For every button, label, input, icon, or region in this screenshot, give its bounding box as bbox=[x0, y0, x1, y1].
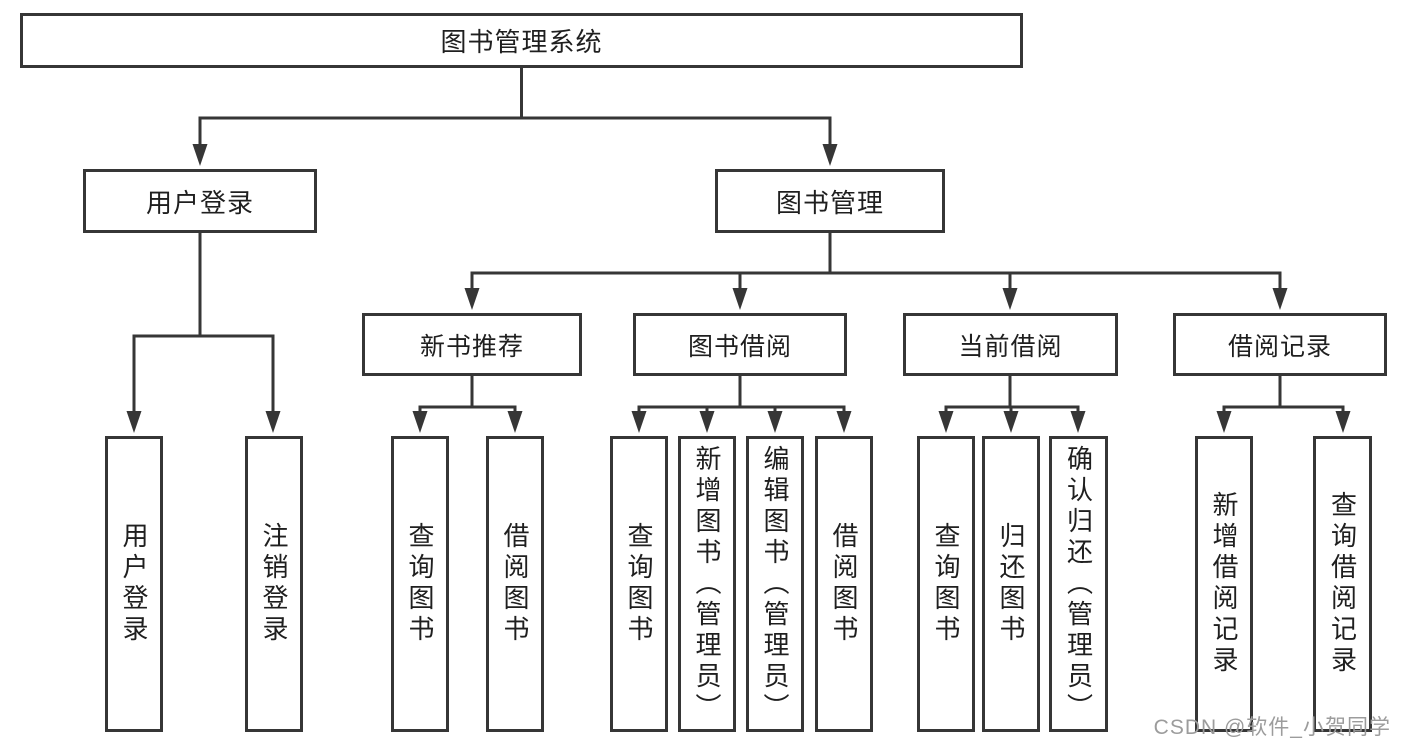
node-book-borrow-label: 图书借阅 bbox=[687, 332, 792, 361]
connector-borrow-records-to-leaves bbox=[1216, 372, 1351, 433]
node-book-management: 图书管理 bbox=[715, 169, 945, 233]
node-root: 图书管理系统 bbox=[20, 13, 1023, 68]
node-book-borrow: 图书借阅 bbox=[633, 313, 847, 376]
leaf-query-borrow-record: 查询借阅记录 bbox=[1313, 436, 1372, 732]
node-book-management-label: 图书管理 bbox=[775, 187, 884, 218]
leaf-add-borrow-record: 新增借阅记录 bbox=[1195, 436, 1253, 732]
connector-new-book-recommend-to-leaves bbox=[412, 372, 523, 433]
leaf-query-books-recommend-label: 查询图书 bbox=[405, 522, 435, 646]
leaf-add-book-admin: 新增图书（管理员） bbox=[678, 436, 736, 732]
leaf-return-books: 归还图书 bbox=[982, 436, 1040, 732]
node-user-login: 用户登录 bbox=[83, 169, 317, 233]
leaf-return-books-label: 归还图书 bbox=[996, 522, 1026, 646]
node-borrow-records-label: 借阅记录 bbox=[1227, 332, 1332, 361]
leaf-user-login: 用户登录 bbox=[105, 436, 163, 732]
node-user-login-label: 用户登录 bbox=[145, 187, 254, 218]
connector-book-borrow-to-leaves bbox=[631, 372, 852, 433]
node-new-book-recommend-label: 新书推荐 bbox=[419, 332, 524, 361]
leaf-query-books-recommend: 查询图书 bbox=[391, 436, 449, 732]
leaf-add-borrow-record-label: 新增借阅记录 bbox=[1209, 491, 1239, 677]
leaf-query-books-current: 查询图书 bbox=[917, 436, 975, 732]
leaf-query-books-borrow-label: 查询图书 bbox=[624, 522, 654, 646]
node-current-borrow-label: 当前借阅 bbox=[958, 332, 1063, 361]
node-root-label: 图书管理系统 bbox=[440, 27, 603, 57]
connector-root-to-level2 bbox=[192, 64, 838, 166]
leaf-query-books-borrow: 查询图书 bbox=[610, 436, 668, 732]
leaf-confirm-return-admin-label: 确认归还（管理员） bbox=[1063, 444, 1094, 724]
node-borrow-records: 借阅记录 bbox=[1173, 313, 1387, 376]
leaf-add-book-admin-label: 新增图书（管理员） bbox=[692, 444, 722, 724]
leaf-logout: 注销登录 bbox=[245, 436, 303, 732]
leaf-user-login-label: 用户登录 bbox=[119, 522, 149, 646]
leaf-edit-book-admin-label: 编辑图书（管理员） bbox=[760, 444, 790, 724]
leaf-borrow-books-recommend-label: 借阅图书 bbox=[500, 522, 530, 646]
leaf-query-borrow-record-label: 查询借阅记录 bbox=[1327, 491, 1358, 677]
leaf-query-books-current-label: 查询图书 bbox=[931, 522, 961, 646]
leaf-logout-label: 注销登录 bbox=[259, 522, 289, 646]
connector-user-login-to-leaves bbox=[126, 229, 281, 433]
leaf-confirm-return-admin: 确认归还（管理员） bbox=[1049, 436, 1108, 732]
connector-book-management-to-level3 bbox=[464, 229, 1288, 310]
node-new-book-recommend: 新书推荐 bbox=[362, 313, 582, 376]
leaf-borrow-books-label: 借阅图书 bbox=[829, 522, 859, 646]
connector-current-borrow-to-leaves bbox=[938, 372, 1086, 433]
leaf-edit-book-admin: 编辑图书（管理员） bbox=[746, 436, 804, 732]
leaf-borrow-books: 借阅图书 bbox=[815, 436, 873, 732]
csdn-watermark: CSDN @软件_小贺同学 bbox=[1153, 716, 1391, 739]
node-current-borrow: 当前借阅 bbox=[903, 313, 1118, 376]
leaf-borrow-books-recommend: 借阅图书 bbox=[486, 436, 544, 732]
